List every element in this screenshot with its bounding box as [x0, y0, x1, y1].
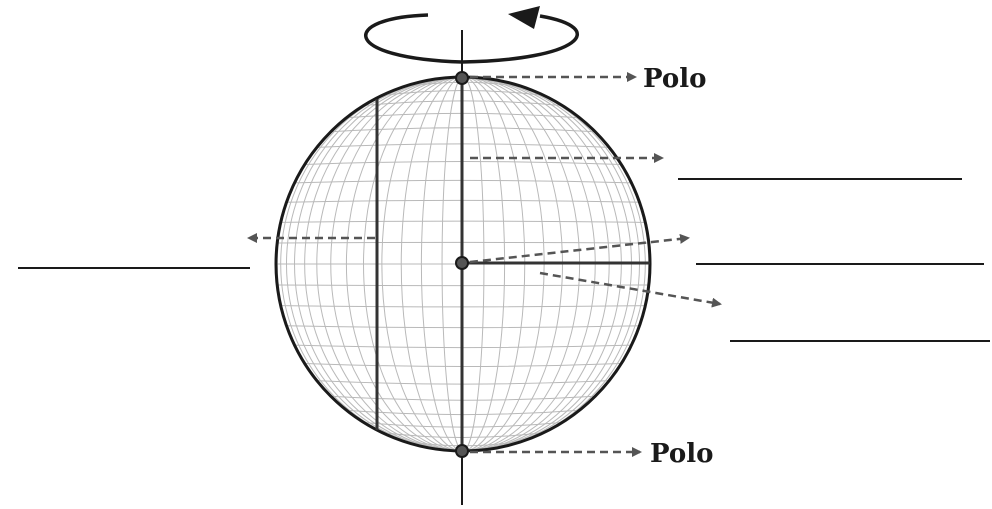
south-pole-label: Polo [650, 439, 713, 469]
south-pole-point [456, 445, 468, 457]
north-pole-label: Polo [643, 64, 706, 94]
radius-arrow [540, 273, 720, 304]
north-pole-point [456, 72, 468, 84]
rotation-arrow [366, 6, 578, 62]
center-point [456, 257, 468, 269]
